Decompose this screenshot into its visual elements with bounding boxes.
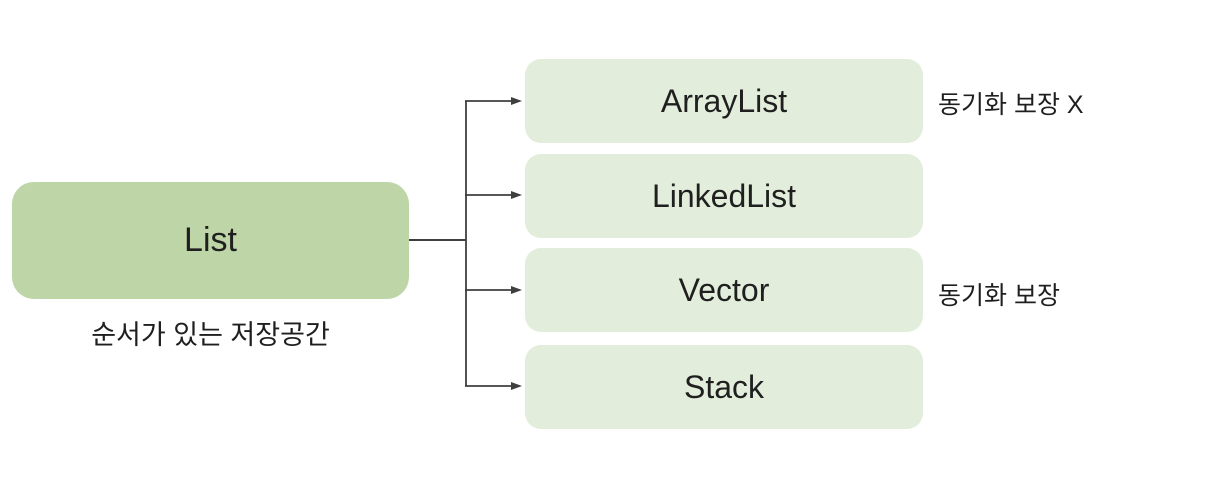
node-vector: Vector xyxy=(525,248,923,332)
annotation-vector-sync: 동기화 보장 xyxy=(938,282,1060,310)
node-arraylist-label: ArrayList xyxy=(660,82,788,119)
node-stack: Stack xyxy=(525,345,923,429)
node-list: List xyxy=(12,182,409,299)
annotation-arraylist-sync: 동기화 보장 X xyxy=(938,91,1084,119)
node-linkedlist-label: LinkedList xyxy=(651,177,797,214)
node-arraylist: ArrayList xyxy=(525,59,923,143)
node-linkedlist: LinkedList xyxy=(525,154,923,238)
node-vector-label: Vector xyxy=(678,271,770,308)
node-list-label: List xyxy=(184,221,237,259)
node-list-caption: 순서가 있는 저장공간 xyxy=(91,320,330,350)
node-stack-label: Stack xyxy=(683,368,765,405)
